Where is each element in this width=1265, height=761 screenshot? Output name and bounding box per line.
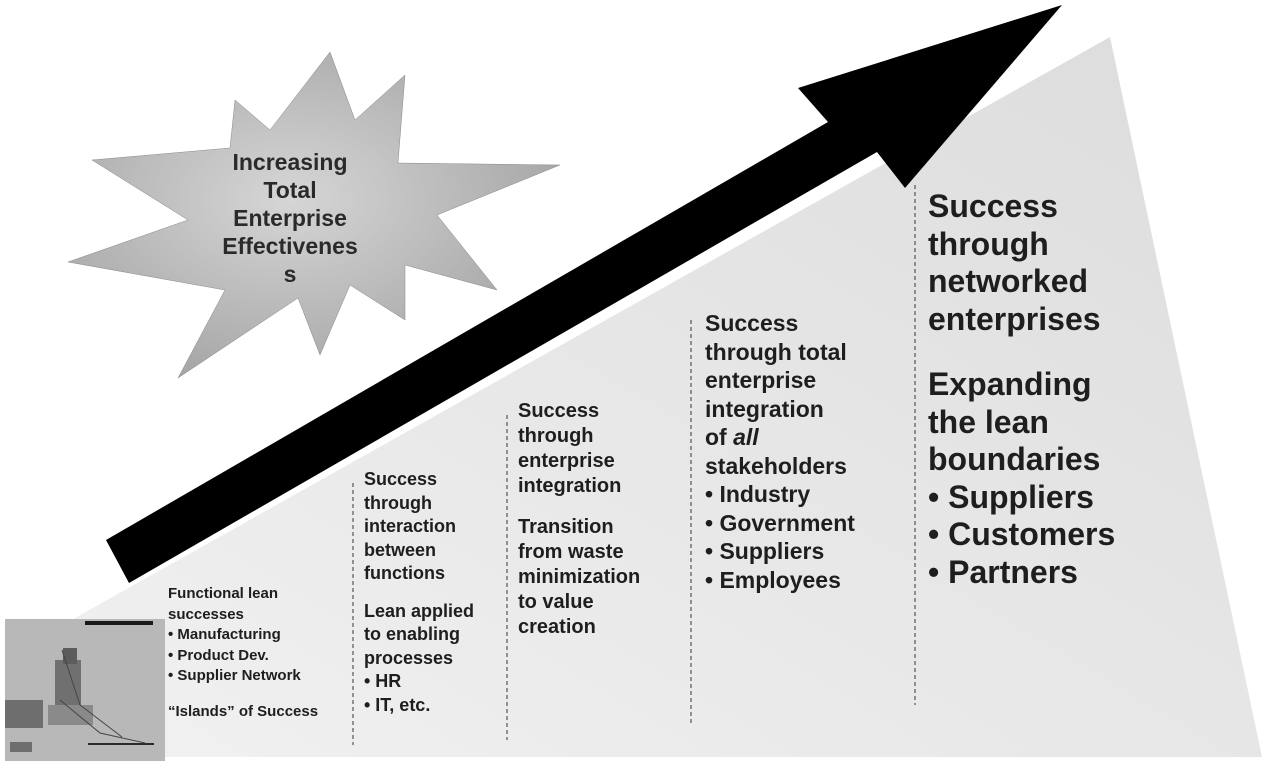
- stage-networked: Success through networked enterprises Ex…: [928, 188, 1258, 591]
- starburst-shape: [67, 51, 561, 379]
- starburst-line: Effectivenes: [222, 233, 358, 259]
- bullet-item: • HR: [364, 671, 402, 691]
- bullet-item: • IT, etc.: [364, 694, 431, 715]
- bullet-item: • Employees: [705, 566, 841, 593]
- bullet-item: • Government: [705, 509, 855, 536]
- stage-heading-line: enterprise: [518, 450, 615, 472]
- bullet-item: • Suppliers: [705, 538, 825, 564]
- stage-heading-line: integration: [705, 395, 824, 422]
- stage-heading-line: Success: [364, 469, 438, 489]
- stage-heading-line: integration: [518, 475, 622, 497]
- bullet-item: • Customers: [928, 516, 1116, 552]
- stage-sub-line: Lean applied: [364, 600, 475, 621]
- starburst-line: Total: [263, 177, 317, 203]
- stage-heading-line: through: [928, 225, 1049, 262]
- stage-heading-line: between: [364, 539, 437, 560]
- emphasis-all: all: [733, 424, 759, 450]
- bullet-item: • Suppliers: [928, 478, 1094, 515]
- starburst-label: Increasing Total Enterprise Effectivenes…: [200, 148, 380, 288]
- stage-enterprise-integration: Success through enterprise integration T…: [518, 399, 688, 640]
- stage-heading-line: Success: [705, 310, 799, 336]
- bullet-item: • Manufacturing: [168, 626, 281, 643]
- growth-arrow: [106, 5, 1062, 583]
- stage-sub-line: the lean: [928, 403, 1049, 440]
- stage-heading-line: Functional lean: [168, 585, 279, 602]
- stage-footer: “Islands” of Success: [168, 702, 319, 720]
- of-prefix: of: [705, 424, 734, 450]
- starburst-line: Increasing: [232, 149, 348, 175]
- stage-heading-line: enterprise: [705, 367, 817, 393]
- stage-sub-line: minimization: [518, 566, 641, 588]
- wedge-background: [75, 37, 1262, 757]
- stage-heading-line: functions: [364, 563, 445, 583]
- stage-sub-line: to value: [518, 591, 594, 613]
- stage-functional-lean: Functional lean successes • Manufacturin…: [168, 584, 353, 722]
- stage-heading-line: through total: [705, 338, 847, 365]
- stage-sub-line: Expanding: [928, 366, 1092, 402]
- stage-total-enterprise: Success through total enterprise integra…: [705, 309, 915, 594]
- stage-heading-line: stakeholders: [705, 452, 847, 479]
- stage-sub-line: to enabling: [364, 624, 460, 644]
- bullet-item: • Industry: [705, 481, 811, 507]
- stage-sub-line: boundaries: [928, 441, 1101, 477]
- stage-heading-line: successes: [168, 605, 244, 623]
- starburst-line: Enterprise: [233, 205, 347, 231]
- bullet-item: • Product Dev.: [168, 646, 269, 664]
- bullet-item: • Supplier Network: [168, 667, 301, 684]
- stage-heading-line: through: [364, 492, 432, 513]
- stage-heading-line: networked: [928, 263, 1089, 299]
- stage-heading-line: through: [518, 425, 594, 447]
- stage-sub-line: creation: [518, 616, 596, 638]
- starburst-line: s: [283, 261, 297, 287]
- stage-heading-line: Success: [928, 188, 1058, 224]
- stage-heading-line: enterprises: [928, 300, 1101, 337]
- stage-heading-line: of all: [705, 423, 915, 452]
- bullet-item: • Partners: [928, 553, 1078, 590]
- stage-heading-line: Success: [518, 400, 600, 422]
- stage-sub-line: Transition: [518, 516, 614, 538]
- stage-heading-line: interaction: [364, 516, 457, 536]
- stage-sub-line: processes: [364, 647, 454, 668]
- stage-interaction: Success through interaction between func…: [364, 468, 504, 717]
- thumbnail-image: [5, 619, 165, 761]
- stage-sub-line: from waste: [518, 541, 624, 563]
